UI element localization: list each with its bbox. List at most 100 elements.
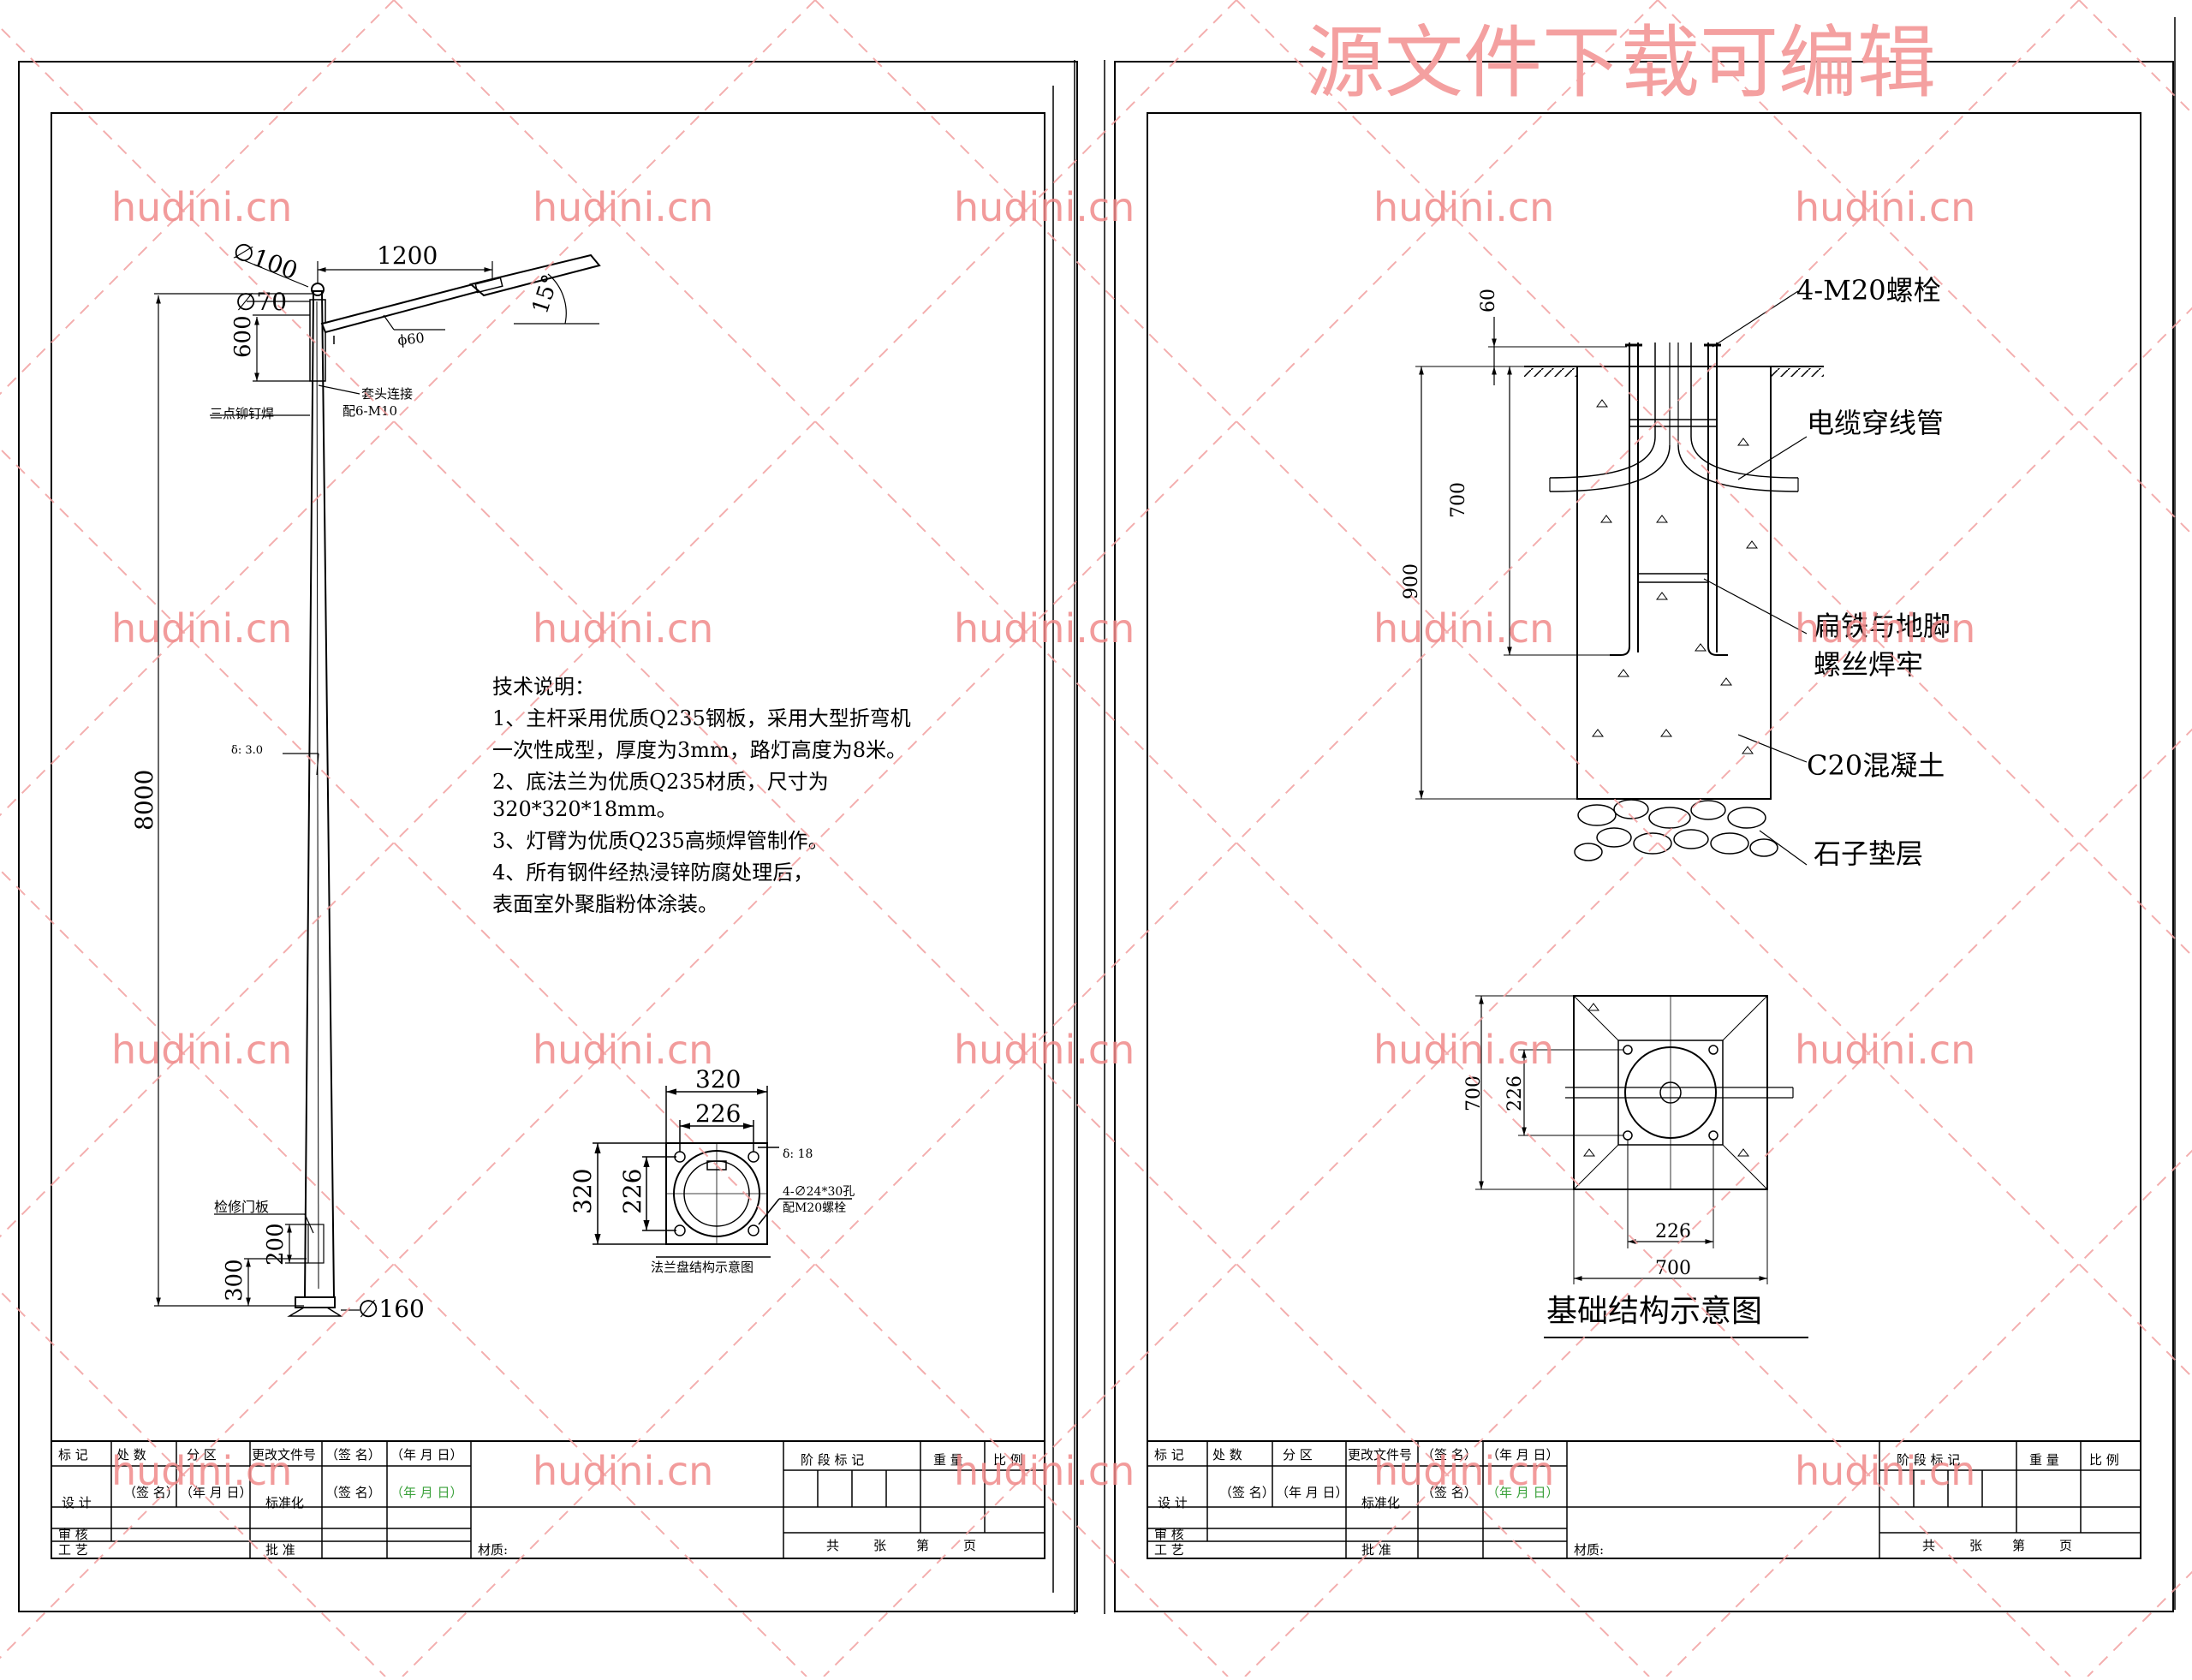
pole-dimensions xyxy=(154,256,599,1311)
title-block-right: 标 记 处 数 分 区 更改文件号 （签 名） （年 月 日） 设 计 （签 名… xyxy=(1147,1440,2141,1559)
fdim-total: 900 xyxy=(1401,563,1422,599)
flange-thickness: δ: 18 xyxy=(783,1147,813,1161)
tb-l-design: 设 计 xyxy=(62,1495,92,1510)
watermark-line xyxy=(1657,0,2192,536)
fdim-mid: 700 xyxy=(1448,482,1469,518)
watermark-line xyxy=(0,1290,386,1677)
notes-title: 技术说明： xyxy=(492,675,595,699)
technical-notes: 技术说明： 1、主杆采用优质Q235钢板，采用大型折弯机 一次性成型，厚度为3m… xyxy=(492,675,911,916)
tb-r-design: 设 计 xyxy=(1158,1495,1188,1510)
watermark-text-layer: hudini.cn hudini.cn hudini.cn hudini.cn hudi… xyxy=(111,184,1975,1494)
tb-l-s0: 共 xyxy=(826,1538,839,1553)
tb-r-material: 材质: xyxy=(1574,1542,1604,1558)
tb-r-r1-0: 标 记 xyxy=(1154,1447,1184,1463)
plan-bottom: 700 xyxy=(1655,1258,1691,1279)
notes-line-1: 1、主杆采用优质Q235钢板，采用大型折弯机 xyxy=(492,706,911,730)
watermark-site-text: hudini.cn xyxy=(954,184,1135,230)
dim-top-length: 600 xyxy=(230,315,256,358)
tb-l-r2-1: （签 名） xyxy=(123,1485,179,1500)
watermark-site-text: hudini.cn xyxy=(533,184,713,230)
watermark-site-text: hudini.cn xyxy=(533,605,713,652)
flange-bolts: 配M20螺栓 xyxy=(783,1201,846,1215)
watermark-line xyxy=(0,447,1229,1677)
flange-height-outer: 320 xyxy=(569,1169,597,1214)
watermark-line xyxy=(1244,728,2192,1677)
notes-line-7: 表面室外聚脂粉体涂装。 xyxy=(492,892,718,916)
tb-r-r2-2: （年 月 日） xyxy=(1276,1485,1349,1500)
watermark-site-text: hudini.cn xyxy=(954,1027,1135,1073)
tb-l-r1-2: 分 区 xyxy=(187,1447,217,1463)
watermark-site-text: hudini.cn xyxy=(533,1027,713,1073)
dim-lamp-dia: ∅100 xyxy=(229,236,301,286)
flange-holes: 4-∅24*30孔 xyxy=(783,1185,855,1199)
pole-dim-text: 1200 ∅100 ∅70 ϕ60 15° 600 8000 300 200 ∅… xyxy=(130,236,564,1323)
flange-text: 320 226 320 226 δ: 18 4-∅24*30孔 配M20螺栓 法… xyxy=(569,1065,855,1275)
foundation-section xyxy=(1415,290,1824,866)
watermark-line xyxy=(1236,0,2192,957)
street-light-pole xyxy=(287,253,601,1317)
tb-l-scale: 比 例 xyxy=(993,1452,1023,1468)
tb-l-stage: 阶 段 标 记 xyxy=(801,1452,864,1468)
watermark-site-text: hudini.cn xyxy=(111,1448,292,1494)
tb-l-r1-5: （年 月 日） xyxy=(390,1447,463,1463)
watermark-line xyxy=(0,0,816,817)
watermark-line xyxy=(393,0,2071,1677)
watermark-site-text: hudini.cn xyxy=(1795,1448,1975,1494)
notes-line-6: 4、所有钢件经热浸锌防腐处理后， xyxy=(492,861,813,885)
notes-line-5: 3、灯臂为优质Q235高频焊管制作。 xyxy=(492,829,829,853)
watermark-line xyxy=(402,0,2080,1677)
dim-base-height: 300 xyxy=(222,1259,247,1302)
watermark-site-text: hudini.cn xyxy=(954,1448,1135,1494)
dim-thickness: δ: 3.0 xyxy=(231,744,263,757)
watermark-site-text: hudini.cn xyxy=(1373,184,1554,230)
dim-top-dia: ∅70 xyxy=(235,288,287,316)
flange-height-inner: 226 xyxy=(618,1169,646,1214)
foundation-text: 60 700 900 4-M20螺栓 电缆穿线管 扁铁与地脚 螺丝焊牢 C20混… xyxy=(1401,274,1951,870)
watermark-site-text: hudini.cn xyxy=(1795,1027,1975,1073)
tb-l-process: 工 艺 xyxy=(58,1542,88,1558)
tb-r-r1-2: 分 区 xyxy=(1283,1447,1313,1463)
tb-r-approve: 批 准 xyxy=(1361,1542,1391,1558)
tb-l-r1-3: 更改文件号 xyxy=(252,1447,316,1463)
tb-r-stage: 阶 段 标 记 xyxy=(1897,1452,1960,1468)
watermark-line xyxy=(0,26,1650,1677)
watermark-line xyxy=(814,0,2192,1379)
watermark-line xyxy=(0,868,807,1677)
tb-l-s2: 第 xyxy=(916,1538,929,1553)
label-sleeve: 套头连接 xyxy=(361,386,413,402)
tb-r-s0: 共 xyxy=(1922,1538,1935,1553)
watermark-site-text: hudini.cn xyxy=(1373,1448,1554,1494)
label-gravel: 石子垫层 xyxy=(1814,837,1923,870)
tb-r-r1-3: 更改文件号 xyxy=(1348,1447,1412,1463)
tb-r-scale: 比 例 xyxy=(2089,1452,2119,1468)
flange-diagram xyxy=(593,1086,852,1258)
watermark-site-text: hudini.cn xyxy=(1795,184,1975,230)
tb-l-r1-1: 处 数 xyxy=(116,1447,146,1463)
watermark-site-text: hudini.cn xyxy=(111,184,292,230)
tb-l-s1: 张 xyxy=(873,1538,886,1553)
watermark-site-text: hudini.cn xyxy=(111,605,292,652)
dim-pole-height: 8000 xyxy=(130,770,158,831)
flange-outer: 320 xyxy=(695,1065,741,1093)
watermark-site-text: hudini.cn xyxy=(1373,1027,1554,1073)
plan-side: 700 xyxy=(1463,1075,1485,1111)
watermark-line xyxy=(1665,1149,2192,1677)
plan-bottom-inner: 226 xyxy=(1655,1221,1691,1242)
right-sheet-frame xyxy=(1104,17,2176,1614)
tb-l-r2-4: （签 名） xyxy=(325,1485,381,1500)
tb-r-r1-1: 处 数 xyxy=(1212,1447,1242,1463)
watermark-site-text: hudini.cn xyxy=(111,1027,292,1073)
dim-door-height: 200 xyxy=(263,1223,289,1266)
tb-r-s3: 页 xyxy=(2059,1538,2072,1553)
label-concrete: C20混凝土 xyxy=(1807,749,1945,782)
tb-l-weight: 重 量 xyxy=(933,1452,963,1468)
tb-l-s3: 页 xyxy=(963,1538,976,1553)
tb-l-r1-0: 标 记 xyxy=(58,1447,88,1463)
watermark-line xyxy=(0,0,1659,1659)
tb-l-material: 材质: xyxy=(478,1542,508,1558)
tb-r-review: 审 核 xyxy=(1154,1527,1184,1542)
foundation-caption: 基础结构示意图 xyxy=(1546,1294,1762,1329)
flange-caption: 法兰盘结构示意图 xyxy=(651,1260,754,1275)
